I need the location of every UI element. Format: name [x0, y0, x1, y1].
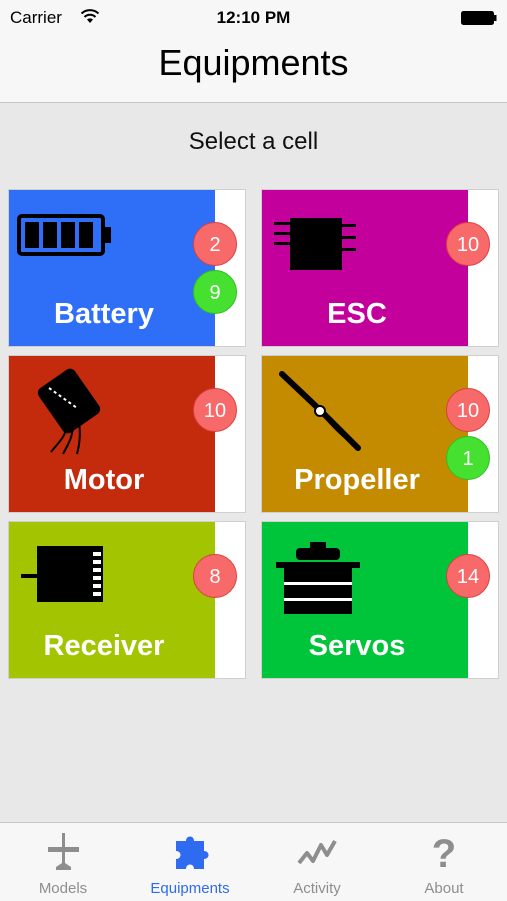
select-cell-prompt: Select a cell [188, 128, 319, 155]
badge-count-red: 10 [446, 388, 490, 432]
badge-count-red: 8 [193, 554, 237, 598]
cell-servos[interactable]: Servos 14 [261, 521, 499, 679]
battery-status-icon [461, 11, 497, 25]
status-bar: Carrier 12:10 PM [0, 0, 507, 36]
tab-bar: Models Equipments Activity ? About [0, 822, 507, 901]
cell-battery[interactable]: Battery 2 9 [8, 189, 246, 347]
badge-count-red: 10 [193, 388, 237, 432]
question-icon: ? [432, 832, 456, 873]
navigation-bar: Equipments [0, 36, 507, 103]
tab-label: Activity [293, 880, 341, 897]
tab-label: Equipments [150, 880, 230, 897]
cell-label: Battery [54, 298, 154, 330]
tab-label: About [424, 880, 464, 897]
badge-count-green: 1 [446, 436, 490, 480]
cell-motor[interactable]: Motor 10 [8, 355, 246, 513]
tab-about[interactable]: ? About [381, 823, 507, 901]
motor-icon [37, 368, 101, 455]
svg-text:?: ? [432, 832, 456, 873]
propeller-icon [279, 371, 361, 451]
cell-label: Propeller [294, 464, 420, 496]
tab-equipments[interactable]: Equipments [127, 823, 253, 901]
tab-models[interactable]: Models [0, 823, 126, 901]
cell-label: Receiver [43, 630, 165, 662]
puzzle-icon [176, 836, 209, 869]
cell-color-block [9, 356, 215, 512]
badge-count-red: 10 [446, 222, 490, 266]
cell-label: Motor [63, 464, 145, 496]
battery-icon [17, 214, 111, 256]
equipment-grid: Battery 2 9 ESC 10 Motor 10 [8, 189, 499, 681]
badge-count-red: 14 [446, 554, 490, 598]
wifi-icon [80, 9, 100, 23]
cell-label: ESC [327, 298, 387, 330]
airplane-icon [48, 833, 79, 870]
cell-receiver[interactable]: Receiver 8 [8, 521, 246, 679]
cell-esc[interactable]: ESC 10 [261, 189, 499, 347]
cell-label: Servos [308, 630, 406, 662]
carrier-label: Carrier [10, 8, 62, 27]
cell-propeller[interactable]: Propeller 10 1 [261, 355, 499, 513]
status-time: 12:10 PM [216, 8, 291, 27]
esc-icon [274, 218, 356, 270]
tab-activity[interactable]: Activity [254, 823, 380, 901]
receiver-icon [21, 546, 103, 602]
tab-label: Models [38, 880, 88, 897]
cell-color-block [262, 356, 468, 512]
badge-count-green: 9 [193, 270, 237, 314]
activity-icon [297, 840, 337, 865]
servo-icon [276, 542, 360, 614]
page-title: Equipments [158, 42, 349, 83]
badge-count-red: 2 [193, 222, 237, 266]
